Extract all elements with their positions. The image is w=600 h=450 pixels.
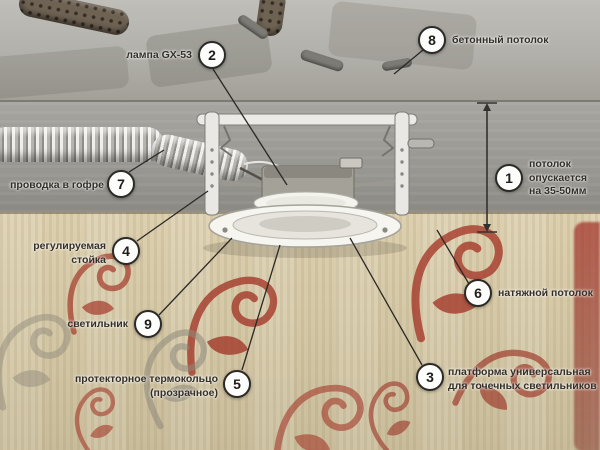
callout-2-label: лампа GX-53 [126,49,192,61]
callout-6-label: натяжной потолок [498,287,593,299]
callout-9-label: светильник [67,318,128,330]
callout-3-label: платформа универсальная для точечных све… [448,366,597,392]
callout-8-label: бетонный потолок [452,34,549,46]
floral-ornament [187,273,276,382]
callout-5-label: протекторное термокольцо (прозрачное) [74,373,218,399]
callout-6-badge: 6 [464,279,492,307]
callout-4-label: регулируемая стойка [33,240,106,266]
callout-2-badge: 2 [198,41,226,69]
callout-4-badge: 4 [112,237,140,265]
rebar-graphic [16,0,132,38]
callout-9-badge: 9 [134,310,162,338]
callout-8-badge: 8 [418,26,446,54]
callout-7-badge: 7 [107,170,135,198]
corrugated-conduit [0,127,164,162]
callout-7-label: проводка в гофре [10,179,104,191]
floral-ornament-band [574,222,600,450]
callout-1-badge: 1 [495,164,523,192]
callout-1-label: потолок опускается на 35-50мм [529,158,587,198]
floral-ornament [272,375,365,450]
callout-5-badge: 5 [223,370,251,398]
concrete-ceiling [0,0,600,102]
floral-ornament [357,379,430,450]
callout-3-badge: 3 [416,363,444,391]
